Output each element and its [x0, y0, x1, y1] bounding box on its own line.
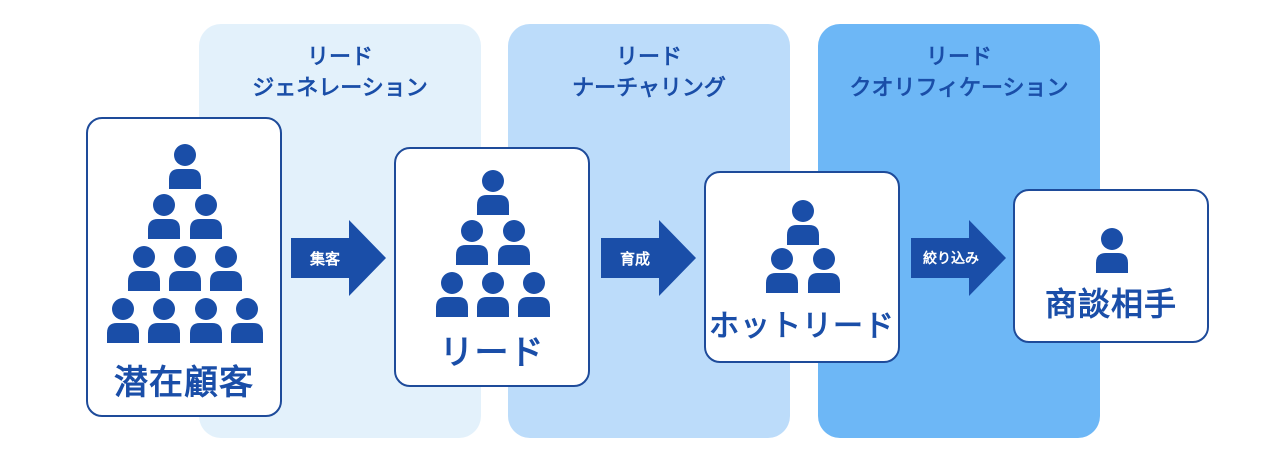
- arrow-right-icon: [601, 220, 696, 296]
- person-icon: [1096, 228, 1128, 273]
- person-icon: [190, 194, 222, 239]
- stage-title-line1: リード: [925, 45, 992, 70]
- card-label: 潜在顧客: [114, 363, 254, 403]
- arrow-label: 集客: [309, 250, 340, 268]
- card-label: ホットリード: [709, 309, 895, 344]
- arrow-attract: 集客: [291, 220, 386, 296]
- card-leads: リード: [394, 147, 590, 387]
- arrow-label: 育成: [619, 250, 650, 268]
- stage-title-line2: ジェネレーション: [252, 76, 428, 101]
- person-icon: [231, 298, 263, 343]
- person-icon: [190, 298, 222, 343]
- person-icon: [148, 194, 180, 239]
- card-label: 商談相手: [1044, 285, 1177, 323]
- card-prospects: 商談相手: [1013, 189, 1209, 343]
- stage-title-line1: リード: [306, 45, 373, 70]
- person-icon: [808, 248, 840, 293]
- arrow-qualify: 絞り込み: [911, 220, 1006, 296]
- stage-title-line2: ナーチャリング: [572, 76, 726, 101]
- stage-title-line2: クオリフィケーション: [849, 76, 1069, 101]
- person-icon: [148, 298, 180, 343]
- stage-title: リード ジェネレーション: [199, 42, 481, 104]
- card-hot-leads: ホットリード: [704, 171, 900, 363]
- person-icon: [128, 246, 160, 291]
- person-icon: [518, 272, 550, 317]
- person-icon: [787, 200, 819, 245]
- person-icon: [210, 246, 242, 291]
- person-icon: [107, 298, 139, 343]
- person-icon: [169, 144, 201, 189]
- person-icon: [498, 220, 530, 265]
- card-label: リード: [439, 333, 545, 373]
- arrow-right-icon: [911, 220, 1006, 296]
- person-icon: [436, 272, 468, 317]
- person-icon: [169, 246, 201, 291]
- person-icon: [456, 220, 488, 265]
- stage-title-line1: リード: [615, 45, 682, 70]
- arrow-label: 絞り込み: [923, 251, 979, 267]
- stage-title: リード クオリフィケーション: [818, 42, 1100, 104]
- person-icon: [766, 248, 798, 293]
- stage-title: リード ナーチャリング: [508, 42, 790, 104]
- arrow-right-icon: [291, 220, 386, 296]
- arrow-nurture: 育成: [601, 220, 696, 296]
- card-potential-customers: 潜在顧客: [86, 117, 282, 417]
- person-icon: [477, 272, 509, 317]
- person-icon: [477, 170, 509, 215]
